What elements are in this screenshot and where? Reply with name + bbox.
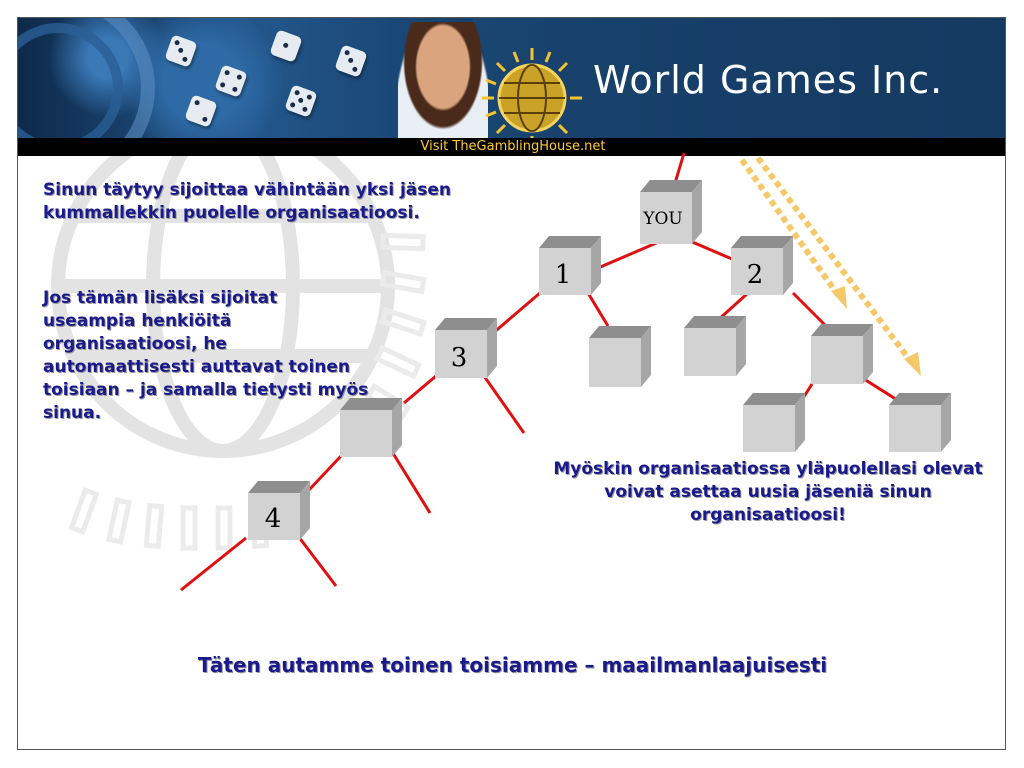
connector-line [492, 293, 540, 334]
tree-node [684, 316, 746, 376]
arrow-head [904, 352, 921, 376]
organization-tree-diagram: YOU 1 2 3 [18, 18, 1006, 750]
node-label-3: 3 [451, 343, 468, 373]
tree-node [589, 326, 651, 387]
connector-line [404, 376, 436, 403]
footer-slogan: Täten autamme toinen toisiamme – maailma… [18, 651, 1006, 679]
tree-node-3: 3 [435, 318, 497, 378]
upline-paragraph: Myöskin organisaatiossa yläpuolellasi ol… [538, 458, 998, 527]
connector-line [588, 293, 608, 326]
connector-line [308, 456, 341, 491]
tree-node-2: 2 [731, 236, 793, 295]
tree-node [811, 324, 873, 384]
node-label-you: YOU [642, 209, 683, 229]
arrow-head [831, 286, 847, 309]
connector-line [484, 376, 524, 433]
tree-node-1: 1 [539, 236, 601, 295]
tree-node [743, 393, 805, 452]
node-label-1: 1 [555, 260, 572, 290]
tree-node-you: YOU [640, 180, 702, 244]
node-label-2: 2 [747, 260, 764, 290]
node-label-4: 4 [265, 504, 282, 534]
slide: World Games Inc. Visit TheGamblingHouse.… [17, 17, 1006, 750]
connector-line [391, 450, 430, 513]
connector-line [718, 293, 748, 320]
connector-line [181, 538, 246, 590]
tree-node-4: 4 [248, 481, 310, 540]
tree-node [340, 398, 402, 457]
tree-node [889, 393, 951, 452]
